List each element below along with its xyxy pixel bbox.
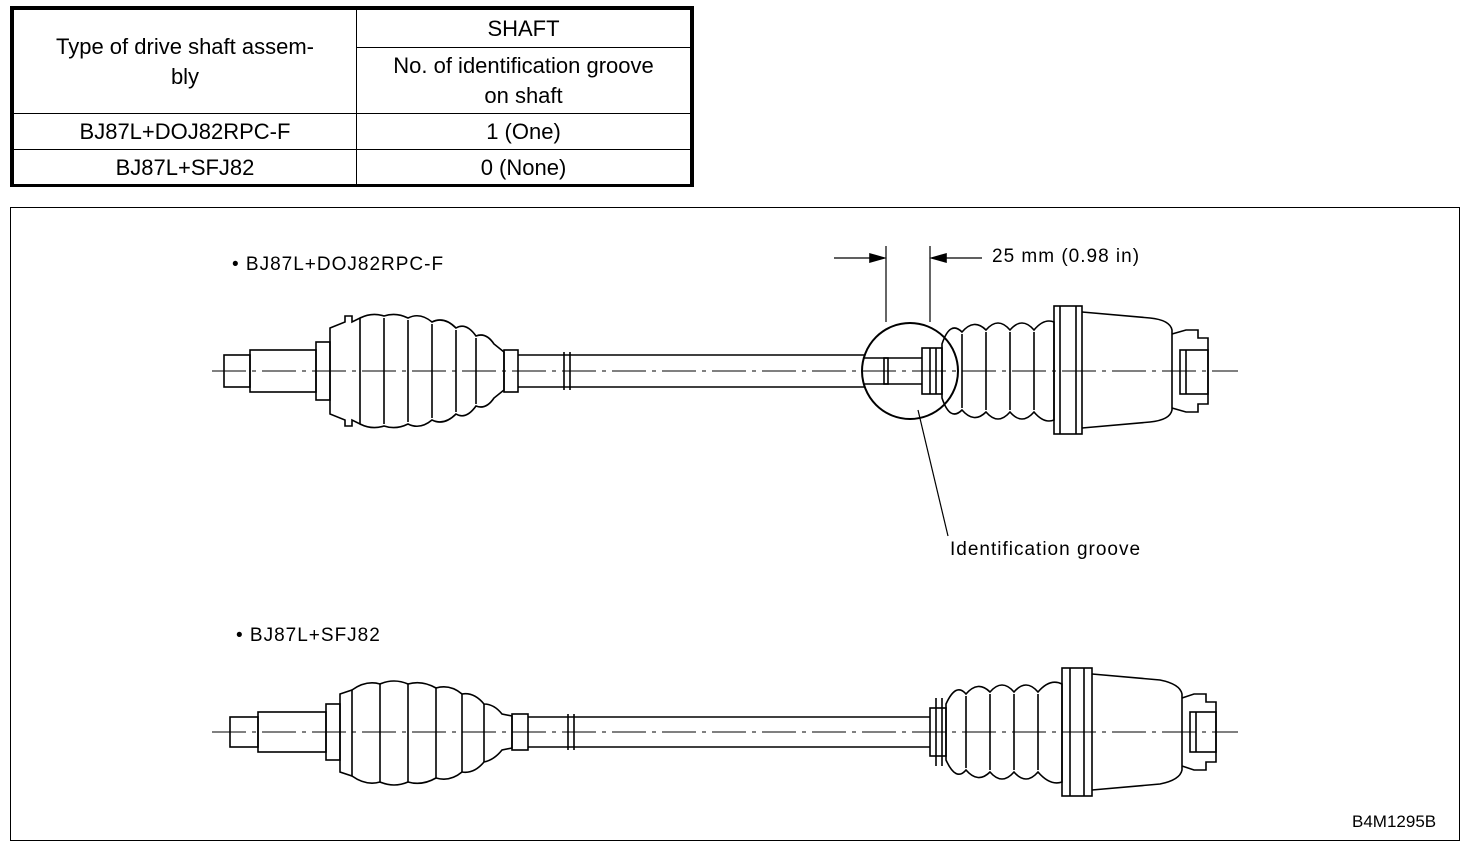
shaft2-label: • BJ87L+SFJ82 — [236, 625, 381, 646]
table-row: BJ87L+SFJ82 0 (None) — [13, 149, 691, 186]
header-shaft-cell: SHAFT — [356, 9, 691, 48]
spec-table-grid: Type of drive shaft assem- bly SHAFT No.… — [13, 9, 691, 186]
identification-groove-label: Identification groove — [950, 539, 1142, 560]
row-type-cell: BJ87L+SFJ82 — [13, 149, 357, 186]
drive-shaft-type-table: Type of drive shaft assem- bly SHAFT No.… — [10, 6, 694, 187]
figure-code: B4M1295B — [1352, 812, 1437, 831]
row-groove-cell: 0 (None) — [356, 149, 691, 186]
row-type-cell: BJ87L+DOJ82RPC-F — [13, 113, 357, 150]
diagram-frame — [10, 207, 1460, 841]
row-groove-cell: 1 (One) — [356, 113, 691, 150]
shaft1-label: • BJ87L+DOJ82RPC-F — [232, 254, 445, 275]
shaft-assembly-1 — [212, 246, 1238, 537]
header-type-cell: Type of drive shaft assem- bly — [13, 9, 357, 114]
dimension-label: 25 mm (0.98 in) — [992, 246, 1141, 267]
shaft-assembly-2 — [212, 667, 1238, 797]
table-row: BJ87L+DOJ82RPC-F 1 (One) — [13, 113, 691, 150]
